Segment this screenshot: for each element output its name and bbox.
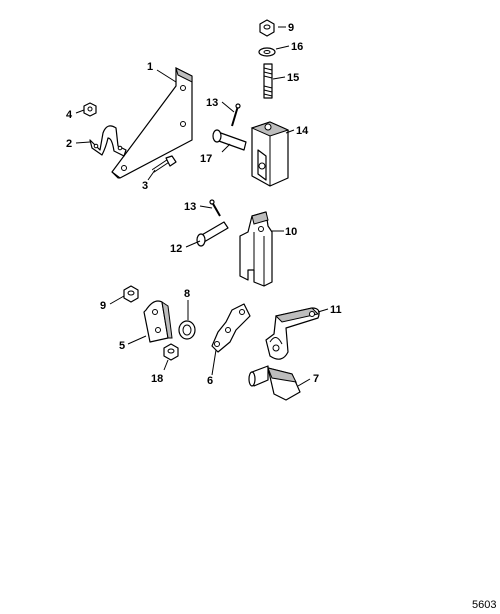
part-4-nut <box>83 102 97 117</box>
figure-number: 5603 <box>472 599 496 611</box>
part-12-clevis-pin <box>196 221 229 247</box>
leader-lines <box>75 26 329 387</box>
part-15-stud <box>263 63 273 99</box>
part-18-nut <box>163 343 179 361</box>
callout-15: 15 <box>287 72 299 84</box>
callout-16: 16 <box>291 41 303 53</box>
callout-labels: 1 2 3 4 5 6 7 8 9 9 10 11 12 13 13 14 15… <box>66 22 342 387</box>
callout-7: 7 <box>313 373 319 385</box>
callout-4: 4 <box>66 109 73 121</box>
part-5-plate <box>143 300 173 343</box>
callout-9-lower: 9 <box>100 300 106 312</box>
part-1-bracket <box>111 67 193 179</box>
part-16-washer <box>258 47 276 57</box>
callout-9-top: 9 <box>288 22 294 34</box>
callout-3: 3 <box>142 180 148 192</box>
part-17-clevis-pin <box>212 129 247 151</box>
callout-5: 5 <box>119 340 125 352</box>
part-7-pivot-pin <box>248 365 301 401</box>
callout-2: 2 <box>66 138 72 150</box>
part-14-clevis-block <box>250 121 290 187</box>
callout-13-mid: 13 <box>184 201 196 213</box>
callout-12: 12 <box>170 243 182 255</box>
part-6-link <box>211 303 251 353</box>
callout-17: 17 <box>200 153 212 165</box>
part-10-yoke <box>239 211 273 287</box>
part-3-bolt <box>151 155 177 173</box>
callout-14: 14 <box>296 125 309 137</box>
part-2-clamp <box>89 125 127 157</box>
part-9-nut-lower <box>123 285 139 303</box>
callout-6: 6 <box>207 375 213 387</box>
part-13-pin-top <box>231 103 241 127</box>
callout-8: 8 <box>184 288 190 300</box>
part-9-nut-top <box>259 19 275 37</box>
callout-10: 10 <box>285 226 297 238</box>
part-11-bracket <box>265 307 320 360</box>
part-13-pin-mid <box>209 199 221 217</box>
callout-1: 1 <box>147 61 153 73</box>
callout-13-top: 13 <box>206 97 218 109</box>
part-8-washer <box>178 320 196 340</box>
callout-11: 11 <box>330 304 342 316</box>
callout-18: 18 <box>151 373 163 385</box>
